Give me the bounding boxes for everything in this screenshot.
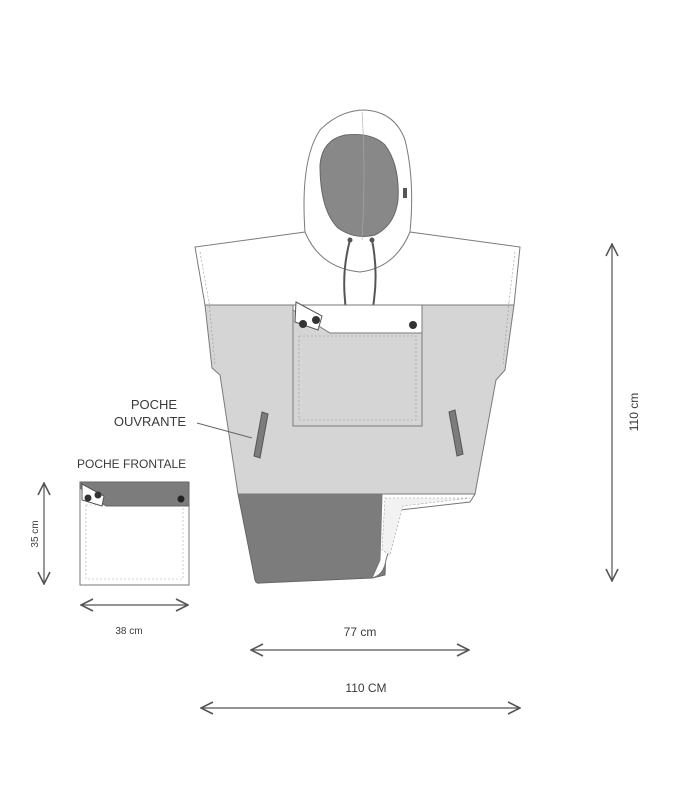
folded-flap-inner — [381, 497, 471, 556]
snap-button — [177, 495, 185, 503]
pocket-width-label: 38 cm — [115, 626, 142, 637]
snap-button — [94, 491, 102, 499]
body-height-label: 110 cm — [627, 393, 641, 431]
body-width-label: 77 cm — [344, 625, 377, 639]
hood-inner — [319, 134, 399, 237]
poche-ouvrante-label: POCHE — [131, 397, 178, 412]
poncho-garment — [194, 109, 521, 584]
pocket-detail-flap — [79, 481, 190, 507]
hood-toggle — [403, 188, 407, 198]
poche-frontale-label: POCHE FRONTALE — [77, 457, 186, 471]
poche-ouvrante-label: OUVRANTE — [114, 414, 187, 429]
side-pocket-right — [448, 409, 464, 457]
pocket-detail: POCHE FRONTALE — [77, 457, 190, 586]
snap-button — [84, 494, 92, 502]
snap-button — [299, 320, 307, 328]
total-width-label: 110 CM — [345, 681, 386, 695]
front-pocket-flap — [292, 304, 423, 334]
snap-button — [409, 321, 417, 329]
snap-button — [312, 316, 320, 324]
pocket-height-label: 35 cm — [30, 520, 41, 547]
poche-ouvrante-leader — [196, 422, 253, 439]
bottom-dark-panel — [237, 493, 389, 584]
side-pocket-left — [253, 411, 269, 459]
